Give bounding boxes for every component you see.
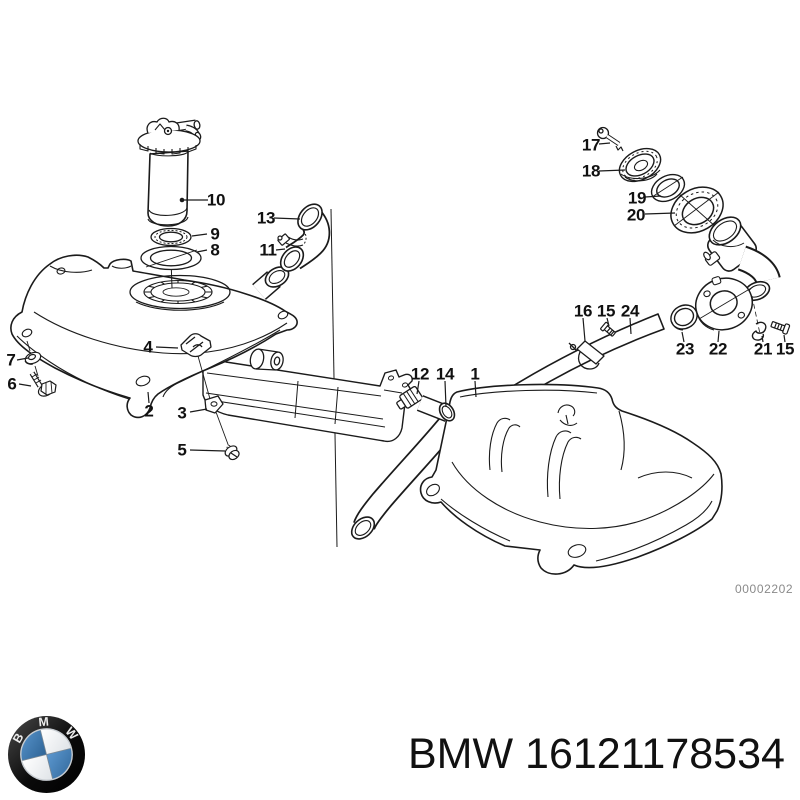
callout-1: 1 [470,364,480,384]
leader-lines [16,142,786,452]
fuel-hose-14 [416,395,456,422]
filter-body [147,150,189,227]
washer-7 [24,351,42,365]
pipe-clamp-16 [568,340,605,370]
callout-23: 23 [675,339,695,359]
hose-clamp-11 [277,233,304,247]
callout-6: 6 [7,374,17,394]
seal-ring-9 [150,227,192,247]
screw-15-left [600,321,616,337]
callout-15-upper: 15 [596,301,616,321]
hose-fitting-12 [396,385,424,410]
rubber-bushing [249,348,284,371]
callout-24: 24 [620,301,640,321]
screw-5 [224,444,240,461]
svg-text:M: M [38,715,49,729]
seal-ring-23 [670,304,698,331]
callout-21: 21 [753,339,773,359]
filler-neck [703,216,781,302]
mount-tab-3 [204,395,224,414]
screw-15-right [770,321,791,335]
callout-20: 20 [626,205,646,225]
callout-11: 11 [259,240,277,260]
callout-10: 10 [206,190,226,210]
callout-7: 7 [6,350,16,370]
neck-nub [703,251,721,266]
diagram-number: 00002202 [735,582,794,596]
clip-21 [751,321,767,341]
callout-5: 5 [177,440,187,460]
callout-18: 18 [581,161,601,181]
callout-22: 22 [708,339,728,359]
support-bracket [202,348,413,443]
logo-quarters [20,728,73,781]
callout-13: 13 [256,208,276,228]
seal-ring-19 [650,173,686,203]
tank-outlet-pipe [350,412,461,540]
exploded-parts-drawing [10,117,791,575]
tank-elbow-stub [252,266,290,300]
mounting-flange-22 [695,276,761,335]
callout-15-lower: 15 [775,339,795,359]
fuel-tank-right [419,383,723,575]
callout-4: 4 [143,337,153,357]
part-number-caption: BMW 16121178534 [408,730,785,778]
retainer-clamp-4 [180,333,230,448]
callout-9: 9 [210,224,220,244]
fuel-cap-18 [618,147,662,183]
callout-3: 3 [177,403,187,423]
bolt-6 [26,340,57,397]
gasket-8 [140,245,202,271]
bmw-logo: B M W [7,715,86,794]
callout-19: 19 [627,188,647,208]
callout-12: 12 [410,364,430,384]
callout-16: 16 [573,301,593,321]
callout-14: 14 [435,364,455,384]
separator-line [330,208,338,548]
filter-cap [137,117,202,157]
callout-8: 8 [210,240,220,260]
grommet-20 [670,186,724,234]
fuel-tank-left [10,254,298,419]
fuel-filter-assembly [137,117,202,289]
callout-17: 17 [581,135,601,155]
key-17 [596,126,624,152]
elbow-hose-13 [277,203,331,272]
callout-2: 2 [144,401,154,421]
